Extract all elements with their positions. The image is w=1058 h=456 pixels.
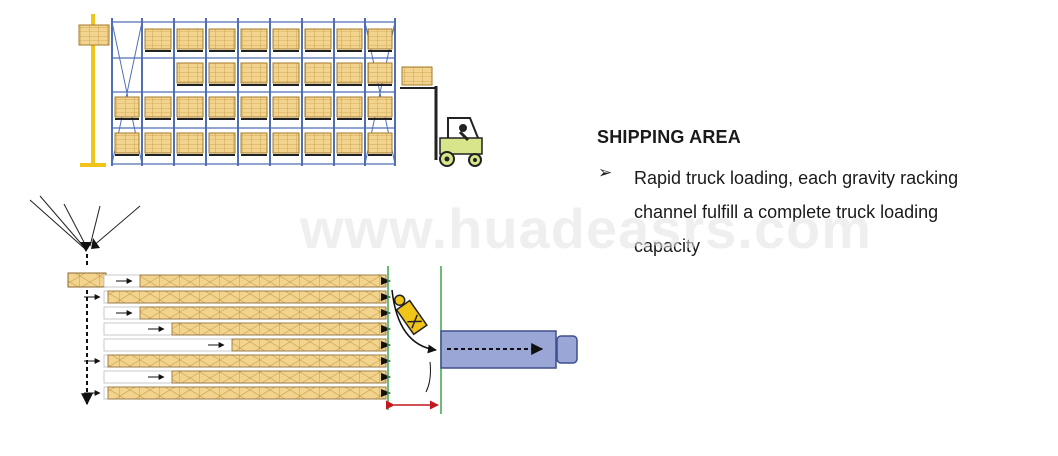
rack-pallet — [367, 28, 393, 50]
input-pallet — [67, 272, 107, 288]
lane-pallets — [171, 370, 387, 384]
rack-pallet — [176, 28, 204, 50]
rack-pallet — [304, 28, 332, 50]
lane-pallets — [139, 274, 387, 288]
lane-pallets — [231, 338, 387, 352]
rack-pallet — [208, 62, 236, 84]
truck-icon — [440, 330, 578, 369]
rack-pallet — [336, 96, 363, 118]
rack-pallet — [336, 62, 363, 84]
rack-pallet — [208, 132, 236, 154]
rack-pallet — [240, 62, 268, 84]
light-fan-icon — [29, 195, 141, 252]
lane-exit-arrow — [381, 309, 391, 317]
yellow-post — [78, 14, 110, 167]
rack-pallet — [240, 96, 268, 118]
rack-pallet — [144, 28, 172, 50]
gravity-lanes — [84, 274, 391, 400]
rack-pallet — [240, 28, 268, 50]
lane-exit-arrow — [381, 373, 391, 381]
lane-pallets — [107, 386, 387, 400]
rack-elevation — [78, 14, 483, 167]
lifted-pallet — [401, 66, 433, 86]
lane-exit-arrow — [381, 277, 391, 285]
operator-icon — [393, 294, 428, 336]
bullet-line-3: capacity — [634, 236, 701, 256]
watermark: www.huadeasrs.com — [300, 197, 872, 260]
rack-pallet — [367, 62, 393, 84]
lane-pallets — [171, 322, 387, 336]
rack-pallet — [272, 96, 300, 118]
rack-pallet — [272, 132, 300, 154]
rack-frames — [111, 18, 396, 166]
rack-pallet — [336, 28, 363, 50]
lane-exit-arrow — [381, 389, 391, 397]
section-heading: SHIPPING AREA — [597, 127, 741, 147]
rack-pallet — [304, 96, 332, 118]
lane-exit-arrow — [381, 341, 391, 349]
lane-pallets — [107, 354, 387, 368]
rack-pallet — [114, 96, 140, 118]
rack-pallet — [144, 132, 172, 154]
lane-exit-arrow — [381, 293, 391, 301]
rack-pallet — [272, 62, 300, 84]
forklift-icon — [434, 86, 483, 167]
rack-pallet — [367, 132, 393, 154]
rack-pallet — [304, 62, 332, 84]
rack-pallet — [144, 96, 172, 118]
lane-exit-arrow — [381, 357, 391, 365]
bullet-description: Rapid truck loading, each gravity rackin… — [634, 161, 1014, 263]
rack-pallet — [208, 28, 236, 50]
rack-pallet — [208, 96, 236, 118]
rack-pallet — [367, 96, 393, 118]
rack-pallet — [114, 132, 140, 154]
lane-pallets — [107, 290, 387, 304]
rack-pallet — [304, 132, 332, 154]
rack-pallet — [176, 132, 204, 154]
arrow-bullet-icon: ➢ — [598, 163, 613, 182]
bullet-line-1: Rapid truck loading, each gravity rackin… — [634, 168, 959, 188]
rack-pallets — [114, 28, 393, 156]
lane-pallets — [139, 306, 387, 320]
rack-pallet — [272, 28, 300, 50]
rack-pallet — [336, 132, 363, 154]
rack-pallet — [176, 62, 204, 84]
lane-exit-arrow — [381, 325, 391, 333]
bullet-line-2: channel fulfill a complete truck loading — [634, 202, 939, 222]
rack-plan-view — [29, 195, 578, 414]
rack-pallet — [240, 132, 268, 154]
rack-pallet — [176, 96, 204, 118]
